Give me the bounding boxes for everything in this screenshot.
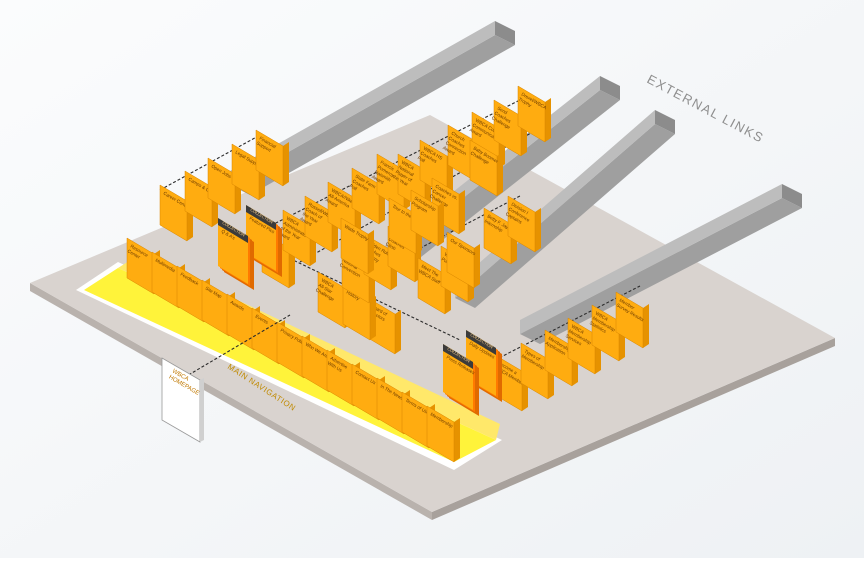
page-face: [340, 217, 369, 275]
page-side: [545, 98, 551, 142]
page-face: [304, 195, 333, 253]
page-face: [176, 265, 205, 323]
page-face: [615, 291, 644, 349]
page-face: [388, 197, 417, 255]
sitemap-page-financial-support[interactable]: FinancialSupport: [255, 129, 289, 187]
page-face: [231, 143, 260, 201]
page-side: [283, 142, 289, 186]
page-side: [454, 418, 460, 462]
page-face: [410, 189, 439, 247]
page-side: [438, 202, 444, 246]
page-side: [474, 244, 480, 288]
external-link-beam: [520, 198, 802, 344]
page-face: [426, 405, 455, 463]
page-face: [567, 317, 596, 375]
page-face: [255, 129, 284, 187]
page-side: [459, 190, 465, 234]
page-side: [368, 230, 374, 274]
collection-connector: [221, 225, 461, 341]
sitemap-page-wbca-administrator[interactable]: WBCAAdministratorof the YearAward: [277, 209, 316, 267]
page-face: [276, 321, 305, 379]
page-face: [493, 99, 522, 157]
external-link-beam-end: [782, 184, 802, 208]
homepage-connector: [179, 314, 291, 381]
page-label: Events: [254, 314, 269, 326]
page-side: [370, 296, 376, 340]
page-face: [483, 207, 512, 265]
sitemap-page-division-i-conference[interactable]: Division IConferenceCaptains: [505, 195, 541, 253]
external-link-beam-side: [230, 21, 495, 185]
page-side: [643, 304, 649, 348]
page-face: [301, 335, 330, 393]
page-side: [497, 152, 503, 196]
page-face: [591, 304, 620, 362]
page-face: [151, 251, 180, 309]
collection-header: [466, 330, 496, 355]
page-face: [317, 271, 346, 329]
sitemap-page-wbca-membership-services[interactable]: WBCAMembershipServices: [565, 317, 601, 375]
page-face: [544, 329, 573, 387]
external-link-beam-end: [600, 76, 620, 100]
sitemap-page-legal-support[interactable]: Legal Support: [231, 143, 265, 201]
sitemap-page-types-of-membership[interactable]: Types ofMembership: [520, 342, 554, 400]
page-face: [469, 139, 498, 197]
sitemap-page-meet-the-wbca-staff[interactable]: Meet TheWBCA Staff: [417, 257, 451, 315]
page-face: [446, 231, 475, 289]
sitemap-page-church-coaches[interactable]: ChurchCoachesConnectionAward: [442, 124, 481, 182]
page-face: [401, 391, 430, 449]
page-side: [535, 208, 541, 252]
page-label: Division IConferenceCaptains: [505, 202, 534, 228]
page-face: [520, 342, 549, 400]
sitemap-page-coaches-vs-cancer[interactable]: Coaches vs.CancerChallenge: [429, 177, 465, 235]
collection-header: [443, 344, 473, 369]
platform: [30, 115, 835, 512]
secondary-connector: [159, 133, 263, 191]
external-link-beam: [230, 35, 515, 195]
collection-header: [218, 218, 248, 243]
external-link-beam-side: [520, 184, 782, 334]
page-face: [417, 257, 446, 315]
page-face: [376, 377, 405, 435]
page-face: [517, 85, 546, 143]
sitemap-page-membership-application[interactable]: MembershipApplication: [544, 329, 578, 387]
platform-edge-right: [432, 338, 835, 520]
external-link-beam-end: [495, 21, 515, 45]
page-face: [351, 167, 380, 225]
sitemap-page-send-coaches[interactable]: SendCoachesChallenge: [491, 99, 527, 157]
page-face: [251, 307, 280, 365]
collection-header: [246, 205, 276, 230]
page-face: [159, 184, 188, 242]
page-face: [326, 349, 355, 407]
page-label: ChurchCoachesConnectionAward: [442, 131, 473, 162]
page-face: [282, 209, 311, 267]
page-face: [184, 170, 213, 228]
sitemap-page-wbca-membership-stats[interactable]: WBCAMembershipStatistics: [589, 304, 625, 362]
homepage-card[interactable]: WBCAHOMEPAGE: [161, 357, 204, 443]
page-face: [207, 157, 236, 215]
page-face: [351, 363, 380, 421]
page-face: [226, 293, 255, 351]
homepage-side: [200, 378, 204, 442]
page-face: [126, 237, 155, 295]
page-label: History: [345, 290, 360, 302]
lower-connector: [339, 195, 521, 291]
page-face: [507, 195, 536, 253]
page-label: State FarmCoachesPoll: [349, 174, 377, 200]
sitemap-page-member-survey-results[interactable]: MemberSurvey Results: [615, 291, 649, 349]
page-face: [201, 279, 230, 337]
external-link-beam-end: [655, 110, 675, 134]
page-side: [395, 310, 401, 354]
platform-edge-left: [30, 283, 432, 520]
